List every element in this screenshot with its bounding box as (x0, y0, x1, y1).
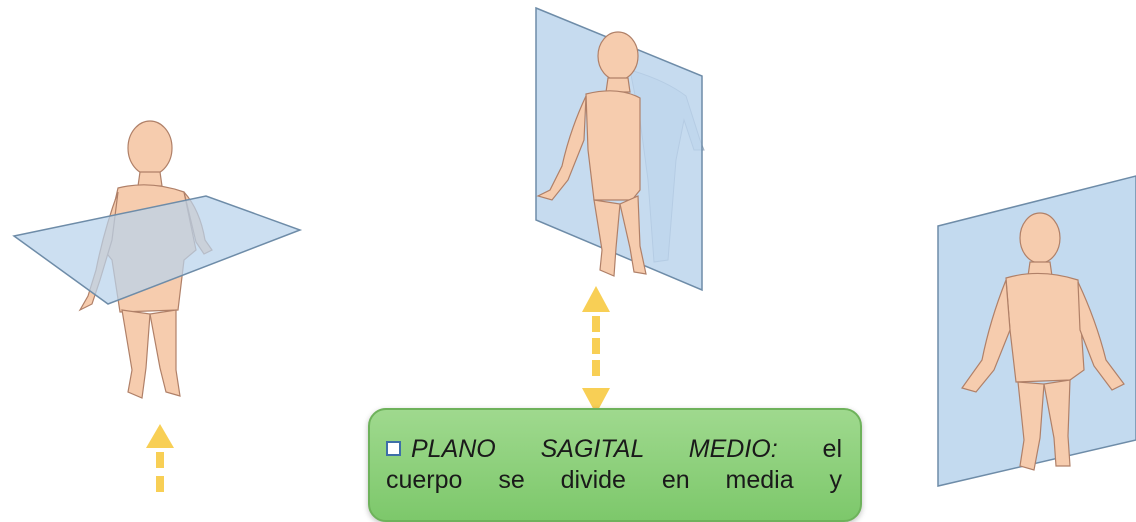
definition-line-2: cuerpo se divide en media y (386, 465, 842, 496)
frontal-plane-figure (920, 170, 1136, 492)
double-arrow-icon (578, 286, 614, 414)
definition-text: PLANO SAGITAL MEDIO: el cuerpo se divide… (386, 434, 842, 496)
definition-term: PLANO SAGITAL MEDIO: (411, 435, 778, 463)
sagittal-plane-figure (490, 0, 750, 300)
transverse-plane-figure (0, 100, 340, 420)
up-arrow-icon (142, 424, 178, 492)
checkbox-bullet-icon (386, 441, 401, 456)
definition-line-1: PLANO SAGITAL MEDIO: el (386, 434, 842, 465)
definition-box: PLANO SAGITAL MEDIO: el cuerpo se divide… (368, 408, 862, 522)
definition-line-1-rest: el (778, 435, 842, 463)
